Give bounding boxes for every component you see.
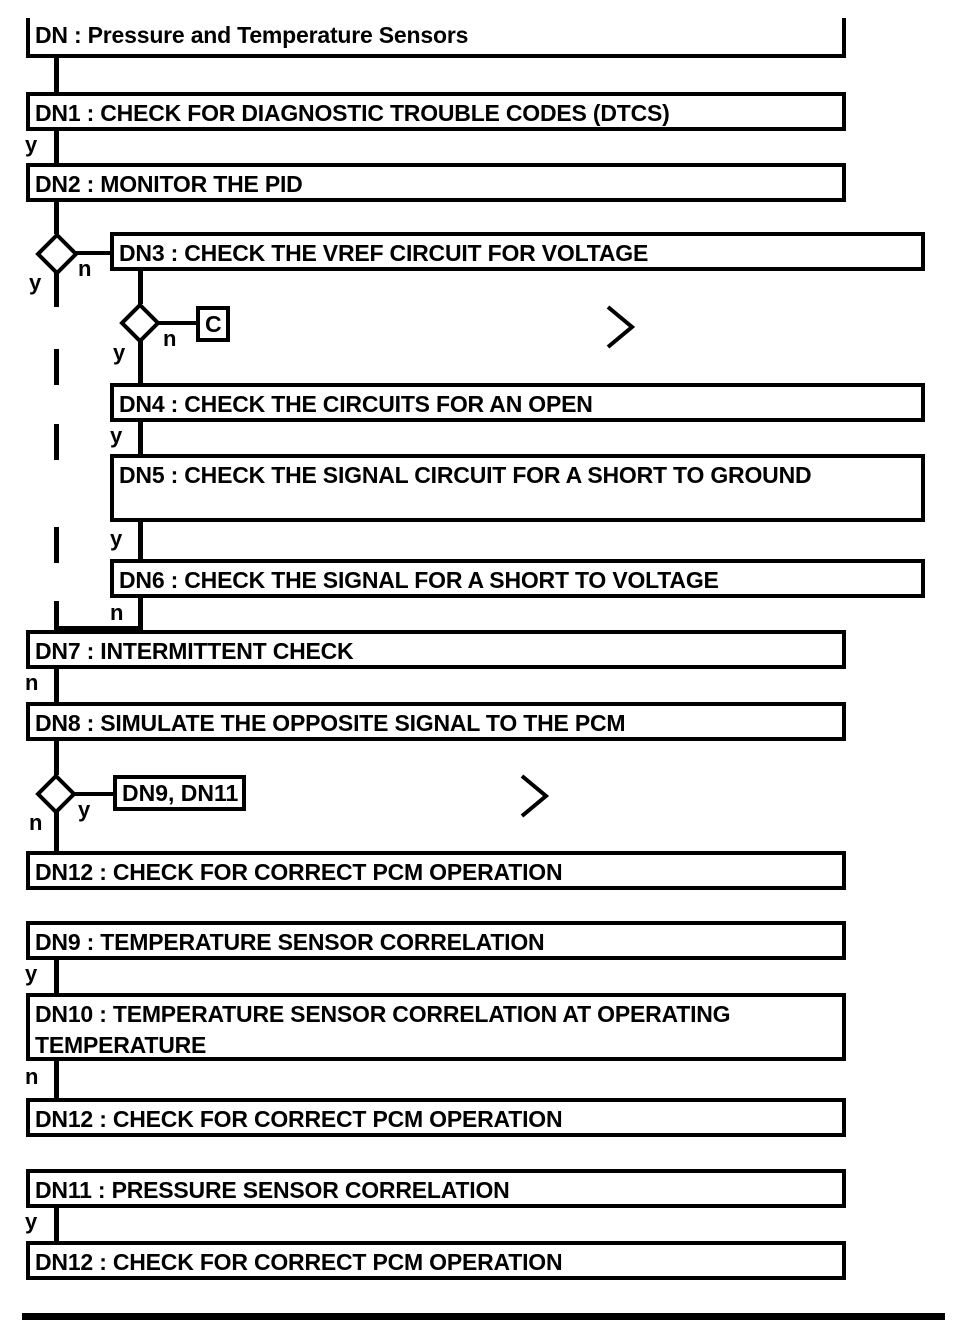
branch-label-dn9-yes: y [25,961,38,986]
flowchart-node-dn8[interactable]: DN8 : SIMULATE THE OPPOSITE SIGNAL TO TH… [26,702,846,741]
branch-label-decision3-no: n [29,810,43,835]
connector-dn8-to-decision3 [54,741,59,775]
flowchart-node-dn5[interactable]: DN5 : CHECK THE SIGNAL CIRCUIT FOR A SHO… [110,454,925,522]
connector-decision1-yes-seg1 [54,272,59,307]
offpage-chevron-icon-2 [518,772,552,820]
flowchart-node-dn4[interactable]: DN4 : CHECK THE CIRCUITS FOR AN OPEN [110,383,925,422]
connector-decision1-yes-dash3 [54,527,59,563]
connector-dn-to-dn1 [54,58,59,92]
flowchart-node-dn2[interactable]: DN2 : MONITOR THE PID [26,163,846,202]
branch-label-decision3-yes: y [78,797,91,822]
connector-decision1-yes-dash2 [54,424,59,460]
connector-decision3-yes [73,792,118,796]
flowchart-node-dn[interactable]: DN : Pressure and Temperature Sensors [26,18,846,58]
connector-decision1-yes-dash4 [54,601,59,630]
branch-label-dn1-yes: y [25,132,38,157]
connector-dn9-to-dn10 [54,960,59,993]
offpage-chevron-icon-1 [604,303,638,351]
branch-label-dn7-no: n [25,670,39,695]
branch-label-dn6-no: n [110,600,124,625]
branch-label-decision1-no: n [78,256,92,281]
connector-dn4-to-dn5 [138,422,143,454]
connector-decision2-no [157,321,201,325]
connector-dn2-to-decision1 [54,202,59,234]
connector-dn6-no [138,598,143,630]
branch-label-dn11-yes: y [25,1209,38,1234]
branch-label-dn5-yes: y [110,526,123,551]
decision-diamond-2[interactable] [119,302,161,344]
flowchart-node-dn6[interactable]: DN6 : CHECK THE SIGNAL FOR A SHORT TO VO… [110,559,925,598]
decision-diamond-1[interactable] [35,232,79,276]
flowchart-node-dn11[interactable]: DN11 : PRESSURE SENSOR CORRELATION [26,1169,846,1208]
flowchart-node-dn3[interactable]: DN3 : CHECK THE VREF CIRCUIT FOR VOLTAGE [110,232,925,271]
connector-decision1-yes-dash1 [54,349,59,385]
connector-dn10-to-dn12b [54,1061,59,1098]
branch-label-dn10-no: n [25,1064,39,1089]
connector-dn1-to-dn2 [54,131,59,163]
flowchart-node-dn12-c[interactable]: DN12 : CHECK FOR CORRECT PCM OPERATION [26,1241,846,1280]
flowchart-node-dn9[interactable]: DN9 : TEMPERATURE SENSOR CORRELATION [26,921,846,960]
branch-label-decision2-yes: y [113,340,126,365]
flowchart-node-dn10[interactable]: DN10 : TEMPERATURE SENSOR CORRELATION AT… [26,993,846,1061]
connector-dn11-to-dn12c [54,1208,59,1241]
connector-dn5-to-dn6 [138,522,143,559]
flowchart-node-dn12-a[interactable]: DN12 : CHECK FOR CORRECT PCM OPERATION [26,851,846,890]
flowchart-node-dn1[interactable]: DN1 : CHECK FOR DIAGNOSTIC TROUBLE CODES… [26,92,846,131]
branch-label-dn4-yes: y [110,423,123,448]
flowchart-node-dn7[interactable]: DN7 : INTERMITTENT CHECK [26,630,846,669]
connector-dn3-to-decision2 [138,271,143,304]
connector-decision3-no [54,811,59,853]
footer-rule [22,1313,945,1320]
offpage-connector-c[interactable]: C [196,306,230,342]
decision-diamond-3[interactable] [35,773,77,815]
connector-dn7-to-dn8 [54,669,59,702]
connector-decision2-yes [138,340,143,383]
offpage-connector-dn9-dn11[interactable]: DN9, DN11 [113,775,247,811]
branch-label-decision1-yes: y [29,270,42,295]
connector-decision1-no [74,251,116,255]
connector-join-to-dn7 [54,626,142,630]
branch-label-decision2-no: n [163,326,177,351]
flowchart-node-dn12-b[interactable]: DN12 : CHECK FOR CORRECT PCM OPERATION [26,1098,846,1137]
